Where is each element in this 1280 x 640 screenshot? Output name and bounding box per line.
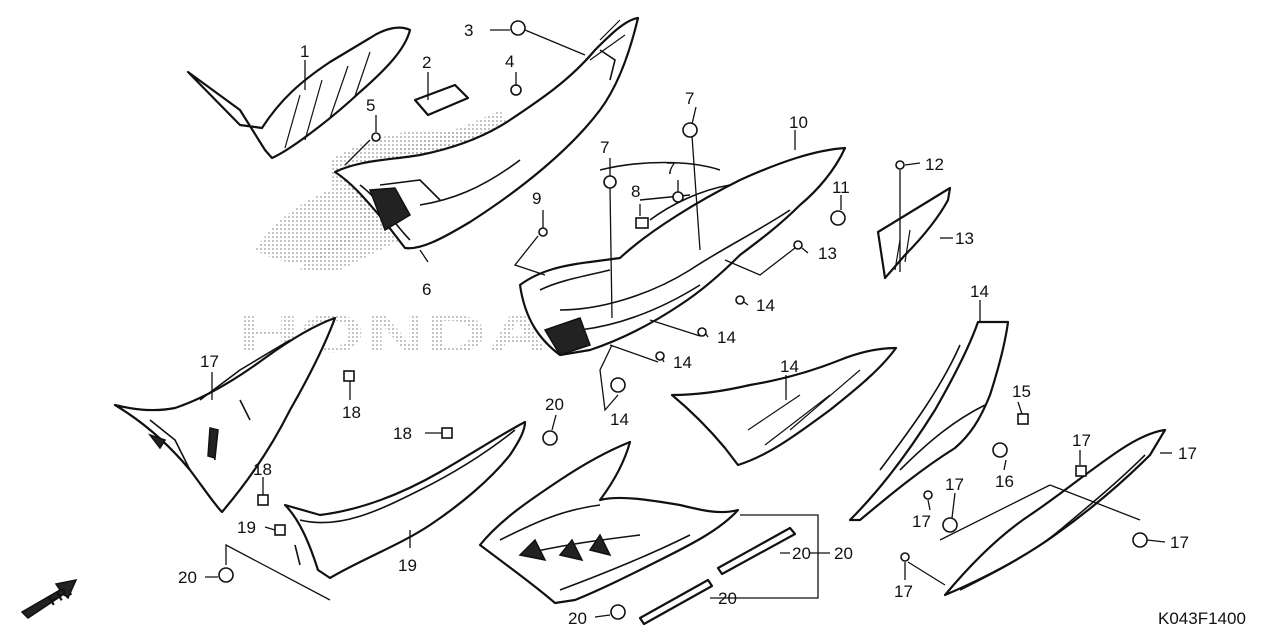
callout-20: 5 — [366, 96, 375, 115]
callout-1: 6 — [422, 280, 431, 299]
callout-13: 17 — [945, 475, 964, 494]
callout-14: 11 — [832, 178, 850, 197]
callout-17: 17 — [1072, 431, 1091, 450]
callout-17: 4 — [505, 52, 514, 71]
callout-2: 10 — [789, 113, 808, 132]
part-2-floor-cover — [518, 146, 847, 357]
callout-19: 17 — [894, 582, 913, 601]
part-8-floor-under-cover — [478, 440, 740, 605]
callout-9: 17 — [200, 352, 219, 371]
callout-7: 20 — [718, 589, 737, 608]
leader-lines — [205, 29, 1172, 618]
callout-15: 20 — [178, 568, 197, 587]
callout-14: 7 — [600, 138, 609, 157]
callout-16: 8 — [631, 182, 640, 201]
callout-18: 20 — [568, 609, 587, 628]
callout-3: 2 — [422, 53, 431, 72]
callout-10: 19 — [398, 556, 417, 575]
fasteners — [218, 20, 1148, 620]
callout-20: 14 — [673, 353, 692, 372]
part-10-under-cover-left — [283, 420, 527, 580]
callout-20: 13 — [818, 244, 837, 263]
part-7-strips — [638, 526, 797, 626]
part-4-side-plate — [876, 186, 952, 280]
diagram-code: K043F1400 — [1158, 609, 1246, 628]
callout-17: 15 — [1012, 382, 1031, 401]
callout-18: 20 — [545, 395, 564, 414]
callout-20: 14 — [756, 296, 775, 315]
callout-14: 7 — [685, 89, 694, 108]
callout-5: 1 — [300, 42, 309, 61]
callout-13: 16 — [995, 472, 1014, 491]
part-9-side-cover-left — [113, 316, 337, 514]
part-12-under-cover-right — [943, 428, 1167, 597]
callout-4: 13 — [955, 229, 974, 248]
callout-19: 17 — [912, 512, 931, 531]
callout-17: 18 — [253, 460, 272, 479]
front-direction-marker: FR. — [20, 578, 78, 619]
part-11-side-cover-right — [848, 320, 1010, 522]
callout-18: 17 — [1170, 533, 1189, 552]
callout-21: 12 — [925, 155, 944, 174]
callout-14: 14 — [610, 410, 629, 429]
callout-17: 7 — [666, 159, 675, 178]
part-1-center-cover — [333, 16, 640, 250]
callout-6: 14 — [780, 357, 799, 376]
callout-17: 18 — [342, 403, 361, 422]
part-3-emblem — [413, 83, 470, 117]
callout-20: 14 — [717, 328, 736, 347]
callout-7: 20 — [792, 544, 811, 563]
callout-14: 3 — [464, 21, 473, 40]
callout-17: 18 — [393, 424, 412, 443]
callout-8: 20 — [834, 544, 853, 563]
callout-20: 9 — [532, 189, 541, 208]
part-5-side-cover — [186, 26, 412, 160]
callout-12: 17 — [1178, 444, 1197, 463]
callout-labels: 1 2 3 4 5 6 7 7 7 8 9 10 11 12 13 13 14 … — [178, 21, 1197, 628]
part-6-floor-side — [670, 346, 898, 467]
callout-17: 19 — [237, 518, 256, 537]
callout-11: 14 — [970, 282, 989, 301]
